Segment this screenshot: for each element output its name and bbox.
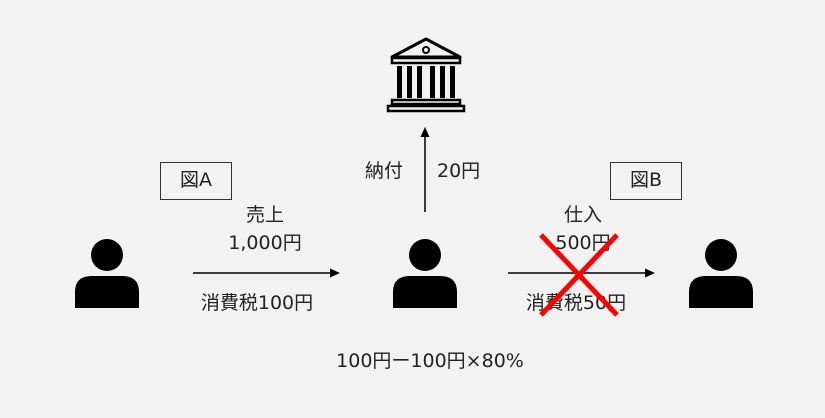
purchase-amount: 500円 bbox=[555, 232, 611, 254]
person-icon-center bbox=[393, 239, 457, 308]
purchase-label: 仕入 bbox=[563, 204, 603, 226]
formula: 100円ー100円×80% bbox=[336, 350, 524, 372]
figure-b-box: 図B bbox=[610, 162, 682, 200]
person-icon-left bbox=[75, 239, 139, 308]
sales-label: 売上 bbox=[245, 204, 285, 226]
payment-amount: 20円 bbox=[437, 160, 481, 182]
sales-tax: 消費税100円 bbox=[200, 292, 314, 314]
bank-building-icon bbox=[386, 37, 466, 113]
figure-b-label: 図B bbox=[629, 169, 663, 191]
figure-a-box: 図A bbox=[160, 162, 232, 200]
figure-a-label: 図A bbox=[180, 169, 212, 191]
sales-amount: 1,000円 bbox=[228, 232, 302, 254]
payment-label: 納付 bbox=[365, 160, 404, 182]
person-icon-right bbox=[689, 239, 753, 308]
